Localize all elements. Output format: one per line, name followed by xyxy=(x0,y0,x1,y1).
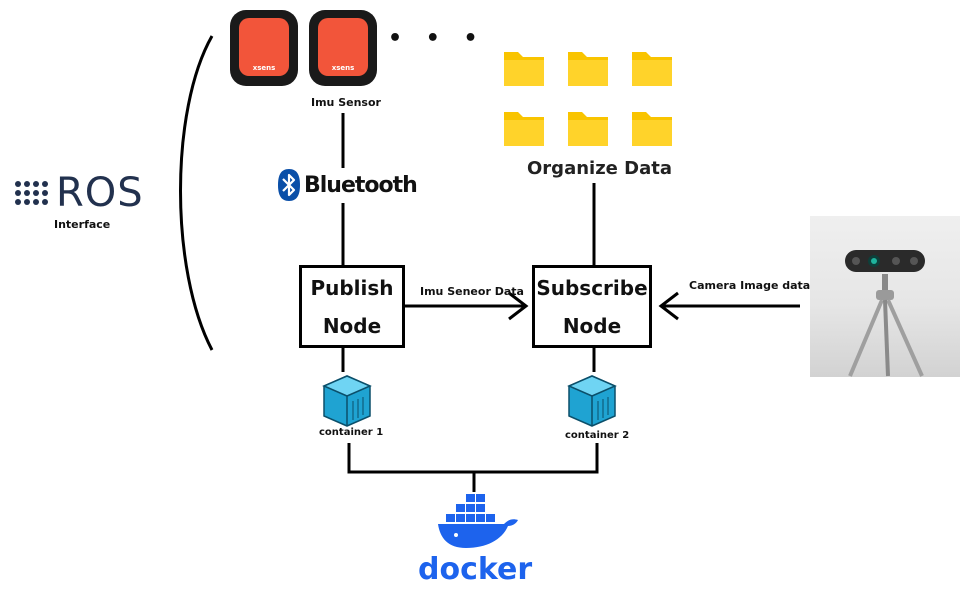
imu-sensor-2: xsens xyxy=(309,10,377,86)
containers-docker-line xyxy=(347,443,599,474)
imu-sensor-1: xsens xyxy=(230,10,298,86)
ros-caption: Interface xyxy=(54,218,111,231)
bluetooth-icon xyxy=(278,169,300,201)
camera-photo xyxy=(810,216,960,377)
docker-label: docker xyxy=(418,552,533,587)
imu-brand-2: xsens xyxy=(332,64,355,72)
camera-data-edge-label: Camera Image data xyxy=(689,279,811,292)
docker-whale-icon xyxy=(438,494,518,548)
publish-node-line1: Publish xyxy=(310,275,394,300)
container-1-icon xyxy=(322,375,372,427)
folder-icon xyxy=(632,112,672,146)
ros-logo-text: ROS xyxy=(56,170,144,216)
bluetooth-logo: Bluetooth xyxy=(277,168,418,202)
subscribe-node-line2: Node xyxy=(562,313,622,338)
ros-bracket xyxy=(179,35,214,351)
folder-icon xyxy=(632,52,672,86)
subscribe-node-line1: Subscribe xyxy=(536,275,648,300)
container-1-label: container 1 xyxy=(319,427,384,438)
more-sensors-indicator: • • • xyxy=(388,26,486,51)
folder-icon xyxy=(568,112,608,146)
imu-brand-1: xsens xyxy=(253,64,276,72)
ros-logo: ROS xyxy=(15,170,144,216)
folder-icon xyxy=(568,52,608,86)
organize-data-label: Organize Data xyxy=(527,158,672,179)
folder-icon xyxy=(504,52,544,86)
ros-dots-icon xyxy=(15,181,48,205)
bluetooth-label: Bluetooth xyxy=(304,172,418,198)
imu-data-edge-label: Imu Seneor Data xyxy=(420,285,524,298)
container-2-icon xyxy=(567,375,617,427)
imu-caption: Imu Sensor xyxy=(311,96,381,109)
publish-node: Publish Node xyxy=(299,265,405,348)
folder-grid xyxy=(502,44,678,152)
container-2-label: container 2 xyxy=(565,430,630,441)
publish-node-line2: Node xyxy=(322,313,382,338)
subscribe-node: Subscribe Node xyxy=(532,265,652,348)
camera-icon xyxy=(845,250,925,377)
folder-icon xyxy=(504,112,544,146)
camera-subscribe-arrowhead xyxy=(658,291,679,321)
publish-subscribe-arrowhead xyxy=(508,291,529,321)
